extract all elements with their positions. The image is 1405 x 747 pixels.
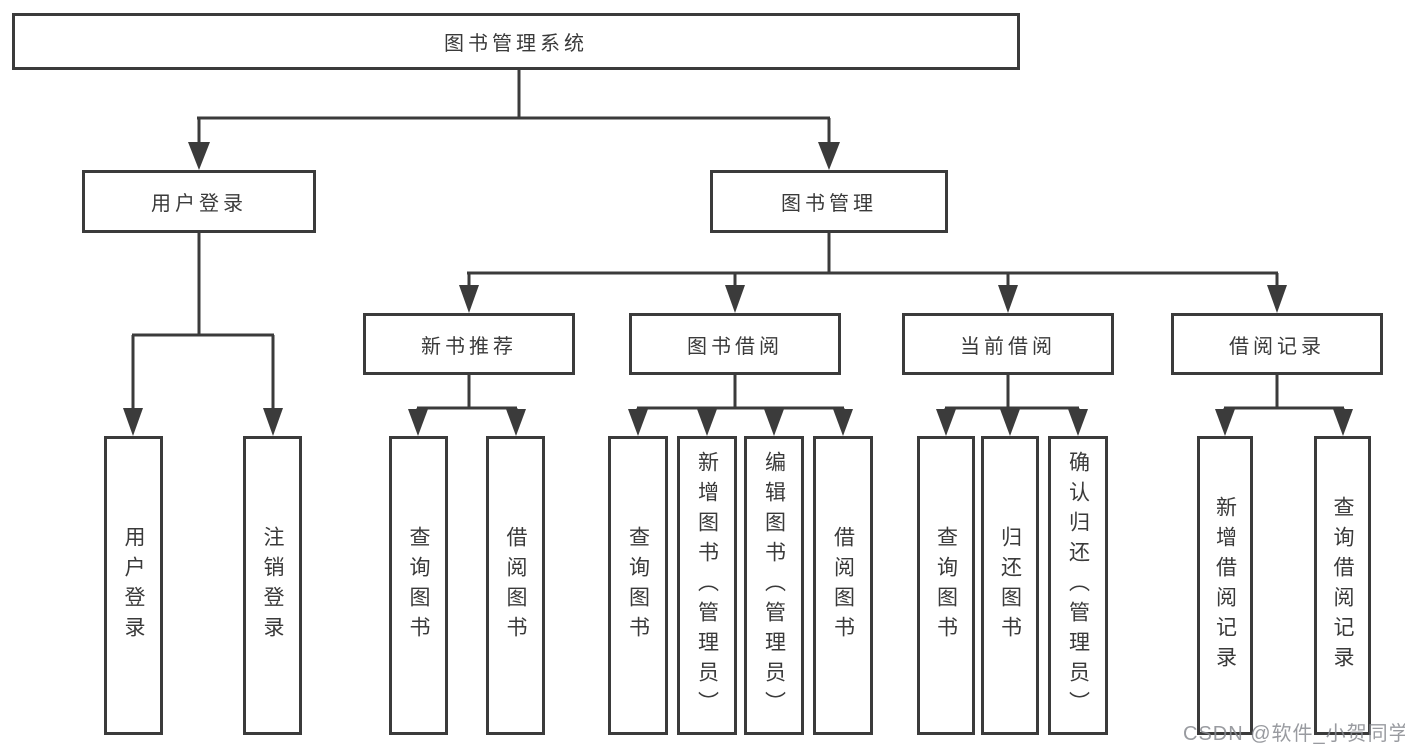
leaf-borrow-books-1: 借阅图书 (486, 436, 545, 735)
node-current-borrow: 当前借阅 (902, 313, 1114, 375)
leaf-logout: 注销登录 (243, 436, 302, 735)
node-book-management: 图书管理 (710, 170, 948, 233)
leaf-return-books: 归还图书 (981, 436, 1039, 735)
leaf-add-books-admin: 新增图书（管理员） (677, 436, 737, 735)
node-new-book-recommend: 新书推荐 (363, 313, 575, 375)
node-root-system: 图书管理系统 (12, 13, 1020, 70)
leaf-query-books-1: 查询图书 (389, 436, 448, 735)
node-borrow-records: 借阅记录 (1171, 313, 1383, 375)
csdn-watermark: CSDN @软件_小贺同学 (1183, 723, 1405, 745)
leaf-edit-books-admin: 编辑图书（管理员） (744, 436, 804, 735)
node-book-borrow: 图书借阅 (629, 313, 841, 375)
leaf-add-borrow-record: 新增借阅记录 (1197, 436, 1253, 735)
leaf-query-books-2: 查询图书 (608, 436, 668, 735)
leaf-borrow-books-2: 借阅图书 (813, 436, 873, 735)
leaf-user-login: 用户登录 (104, 436, 163, 735)
leaf-query-borrow-record: 查询借阅记录 (1314, 436, 1371, 735)
node-user-login: 用户登录 (82, 170, 316, 233)
leaf-query-books-3: 查询图书 (917, 436, 975, 735)
leaf-confirm-return-admin: 确认归还（管理员） (1048, 436, 1108, 735)
